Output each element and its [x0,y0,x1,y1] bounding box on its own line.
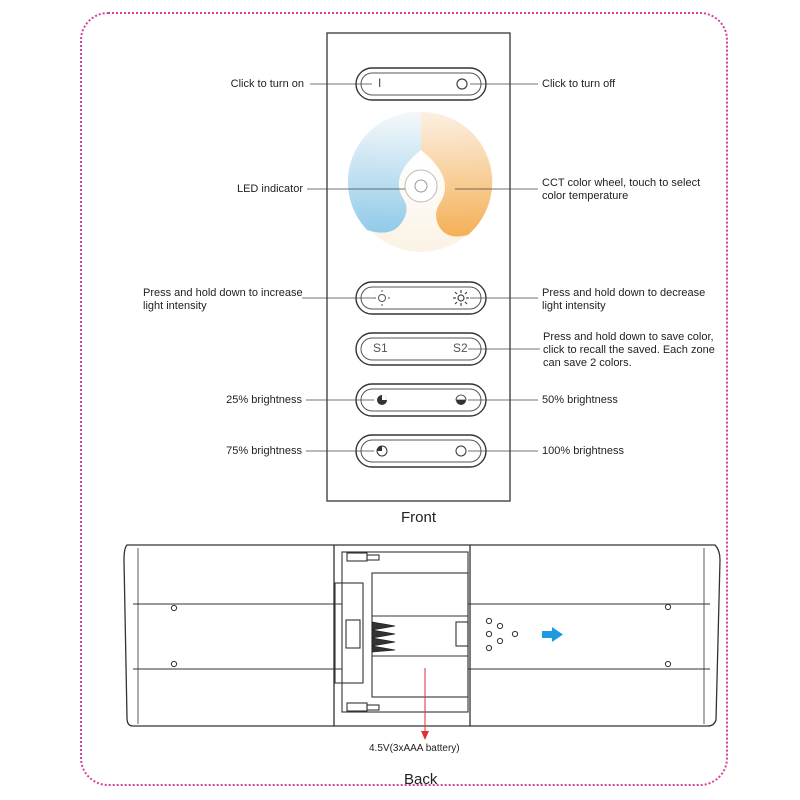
brightness-buttons-row1 [355,383,487,417]
label-75-brightness: 75% brightness [226,445,302,457]
sun-small-icon [374,290,390,306]
half-brightness-icon [455,394,467,405]
label-100-brightness: 100% brightness [542,445,624,457]
back-caption: Back [404,771,438,788]
slide-arrow-icon [542,627,563,642]
label-led-indicator: LED indicator [236,183,303,195]
dotted-frame [80,12,728,786]
quarter-brightness-icon [377,395,387,405]
front-remote-body [326,32,511,502]
label-save-color: Press and hold down to save color, click… [543,331,715,369]
battery-spring-icon [371,621,396,653]
label-25-brightness: 25% brightness [226,394,302,406]
three-quarter-brightness-icon [376,445,388,457]
on-button-label: I [378,76,382,90]
battery-pointer-arrow [421,668,429,740]
label-turn-on: Click to turn on [230,78,304,90]
battery-label: 4.5V(3xAAA battery) [369,743,460,754]
label-increase: Press and hold down to increase light in… [143,287,303,312]
sun-large-icon [453,290,469,306]
cct-color-wheel [347,111,493,252]
front-caption: Front [401,509,437,526]
label-50-brightness: 50% brightness [542,394,618,406]
speaker-holes [485,617,519,652]
brightness-buttons-row2 [355,434,487,468]
s1-button-label: S1 [373,341,388,355]
battery-compartment [334,551,469,713]
callout-lines [302,83,540,452]
power-button [355,67,487,101]
scene-buttons [355,332,487,366]
screw-holes [170,603,672,668]
full-brightness-icon [455,445,467,457]
label-turn-off: Click to turn off [542,78,616,90]
label-cct-wheel: CCT color wheel, touch to select color t… [542,177,701,202]
label-decrease: Press and hold down to decrease light in… [542,287,706,312]
s2-button-label: S2 [453,341,468,355]
off-circle-icon [456,78,468,90]
